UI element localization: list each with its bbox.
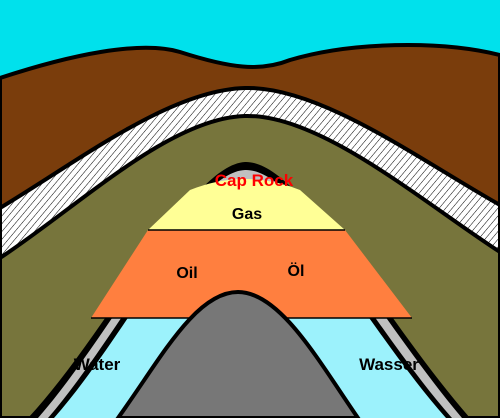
rock-core-dome (115, 289, 361, 418)
water-label-de: Wasser (359, 355, 419, 374)
oil-label-en: Oil (176, 265, 197, 282)
oil-label-de: Öl (288, 261, 305, 280)
cap-rock-label: Cap Rock (215, 171, 294, 190)
water-label-en: Water (74, 355, 121, 374)
gas-label: Gas (232, 206, 262, 223)
